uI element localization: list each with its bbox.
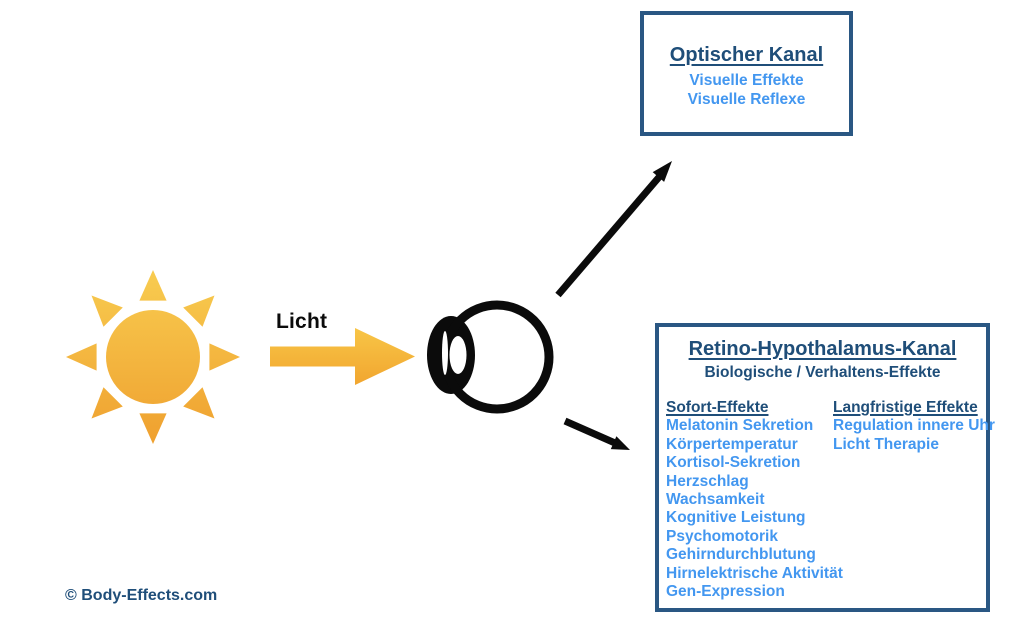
optical-channel-box: Optischer Kanal Visuelle Effekte Visuell…: [640, 11, 853, 136]
list-item: Kortisol-Sekretion: [666, 454, 801, 472]
list-item: Gehirndurchblutung: [666, 546, 816, 564]
list-item: Herzschlag: [666, 472, 749, 490]
list-item: Gen-Expression: [666, 583, 785, 601]
copyright-text: © Body-Effects.com: [65, 587, 218, 604]
optical-box-items: Visuelle Effekte Visuelle Reflexe: [644, 71, 849, 109]
licht-label: Licht: [276, 310, 328, 333]
list-item: Körpertemperatur: [666, 435, 798, 453]
list-item: Kognitive Leistung: [666, 509, 806, 527]
optical-box-title: Optischer Kanal: [669, 44, 824, 66]
right-arrow-icon: [270, 328, 415, 385]
down-right-arrow-icon: [563, 417, 630, 450]
eye-icon: [427, 300, 554, 414]
retino-box-subtitle: Biologische / Verhaltens-Effekte: [704, 364, 941, 381]
list-item: Wachsamkeit: [666, 491, 765, 509]
retino-columns: Sofort-Effekte Melatonin Sekretion Körpe…: [659, 399, 995, 601]
up-right-arrow-icon: [555, 161, 672, 298]
longterm-effects-header: Langfristige Effekte: [833, 399, 978, 416]
list-item: Licht Therapie: [833, 435, 939, 453]
list-item: Melatonin Sekretion: [666, 417, 814, 435]
optical-item: Visuelle Effekte: [689, 72, 804, 89]
retino-box-title: Retino-Hypothalamus-Kanal: [688, 338, 957, 360]
immediate-effects-column: Sofort-Effekte Melatonin Sekretion Körpe…: [666, 399, 843, 601]
optical-item: Visuelle Reflexe: [687, 91, 806, 108]
retino-hypothalamus-box: Retino-Hypothalamus-Kanal Biologische / …: [655, 323, 995, 612]
immediate-effects-header: Sofort-Effekte: [666, 399, 769, 416]
list-item: Psychomotorik: [666, 527, 778, 545]
longterm-effects-column: Langfristige Effekte Regulation innere U…: [833, 399, 995, 601]
sun-icon: [66, 270, 240, 444]
list-item: Hirnelektrische Aktivität: [666, 564, 843, 582]
list-item: Regulation innere Uhr: [833, 417, 995, 435]
